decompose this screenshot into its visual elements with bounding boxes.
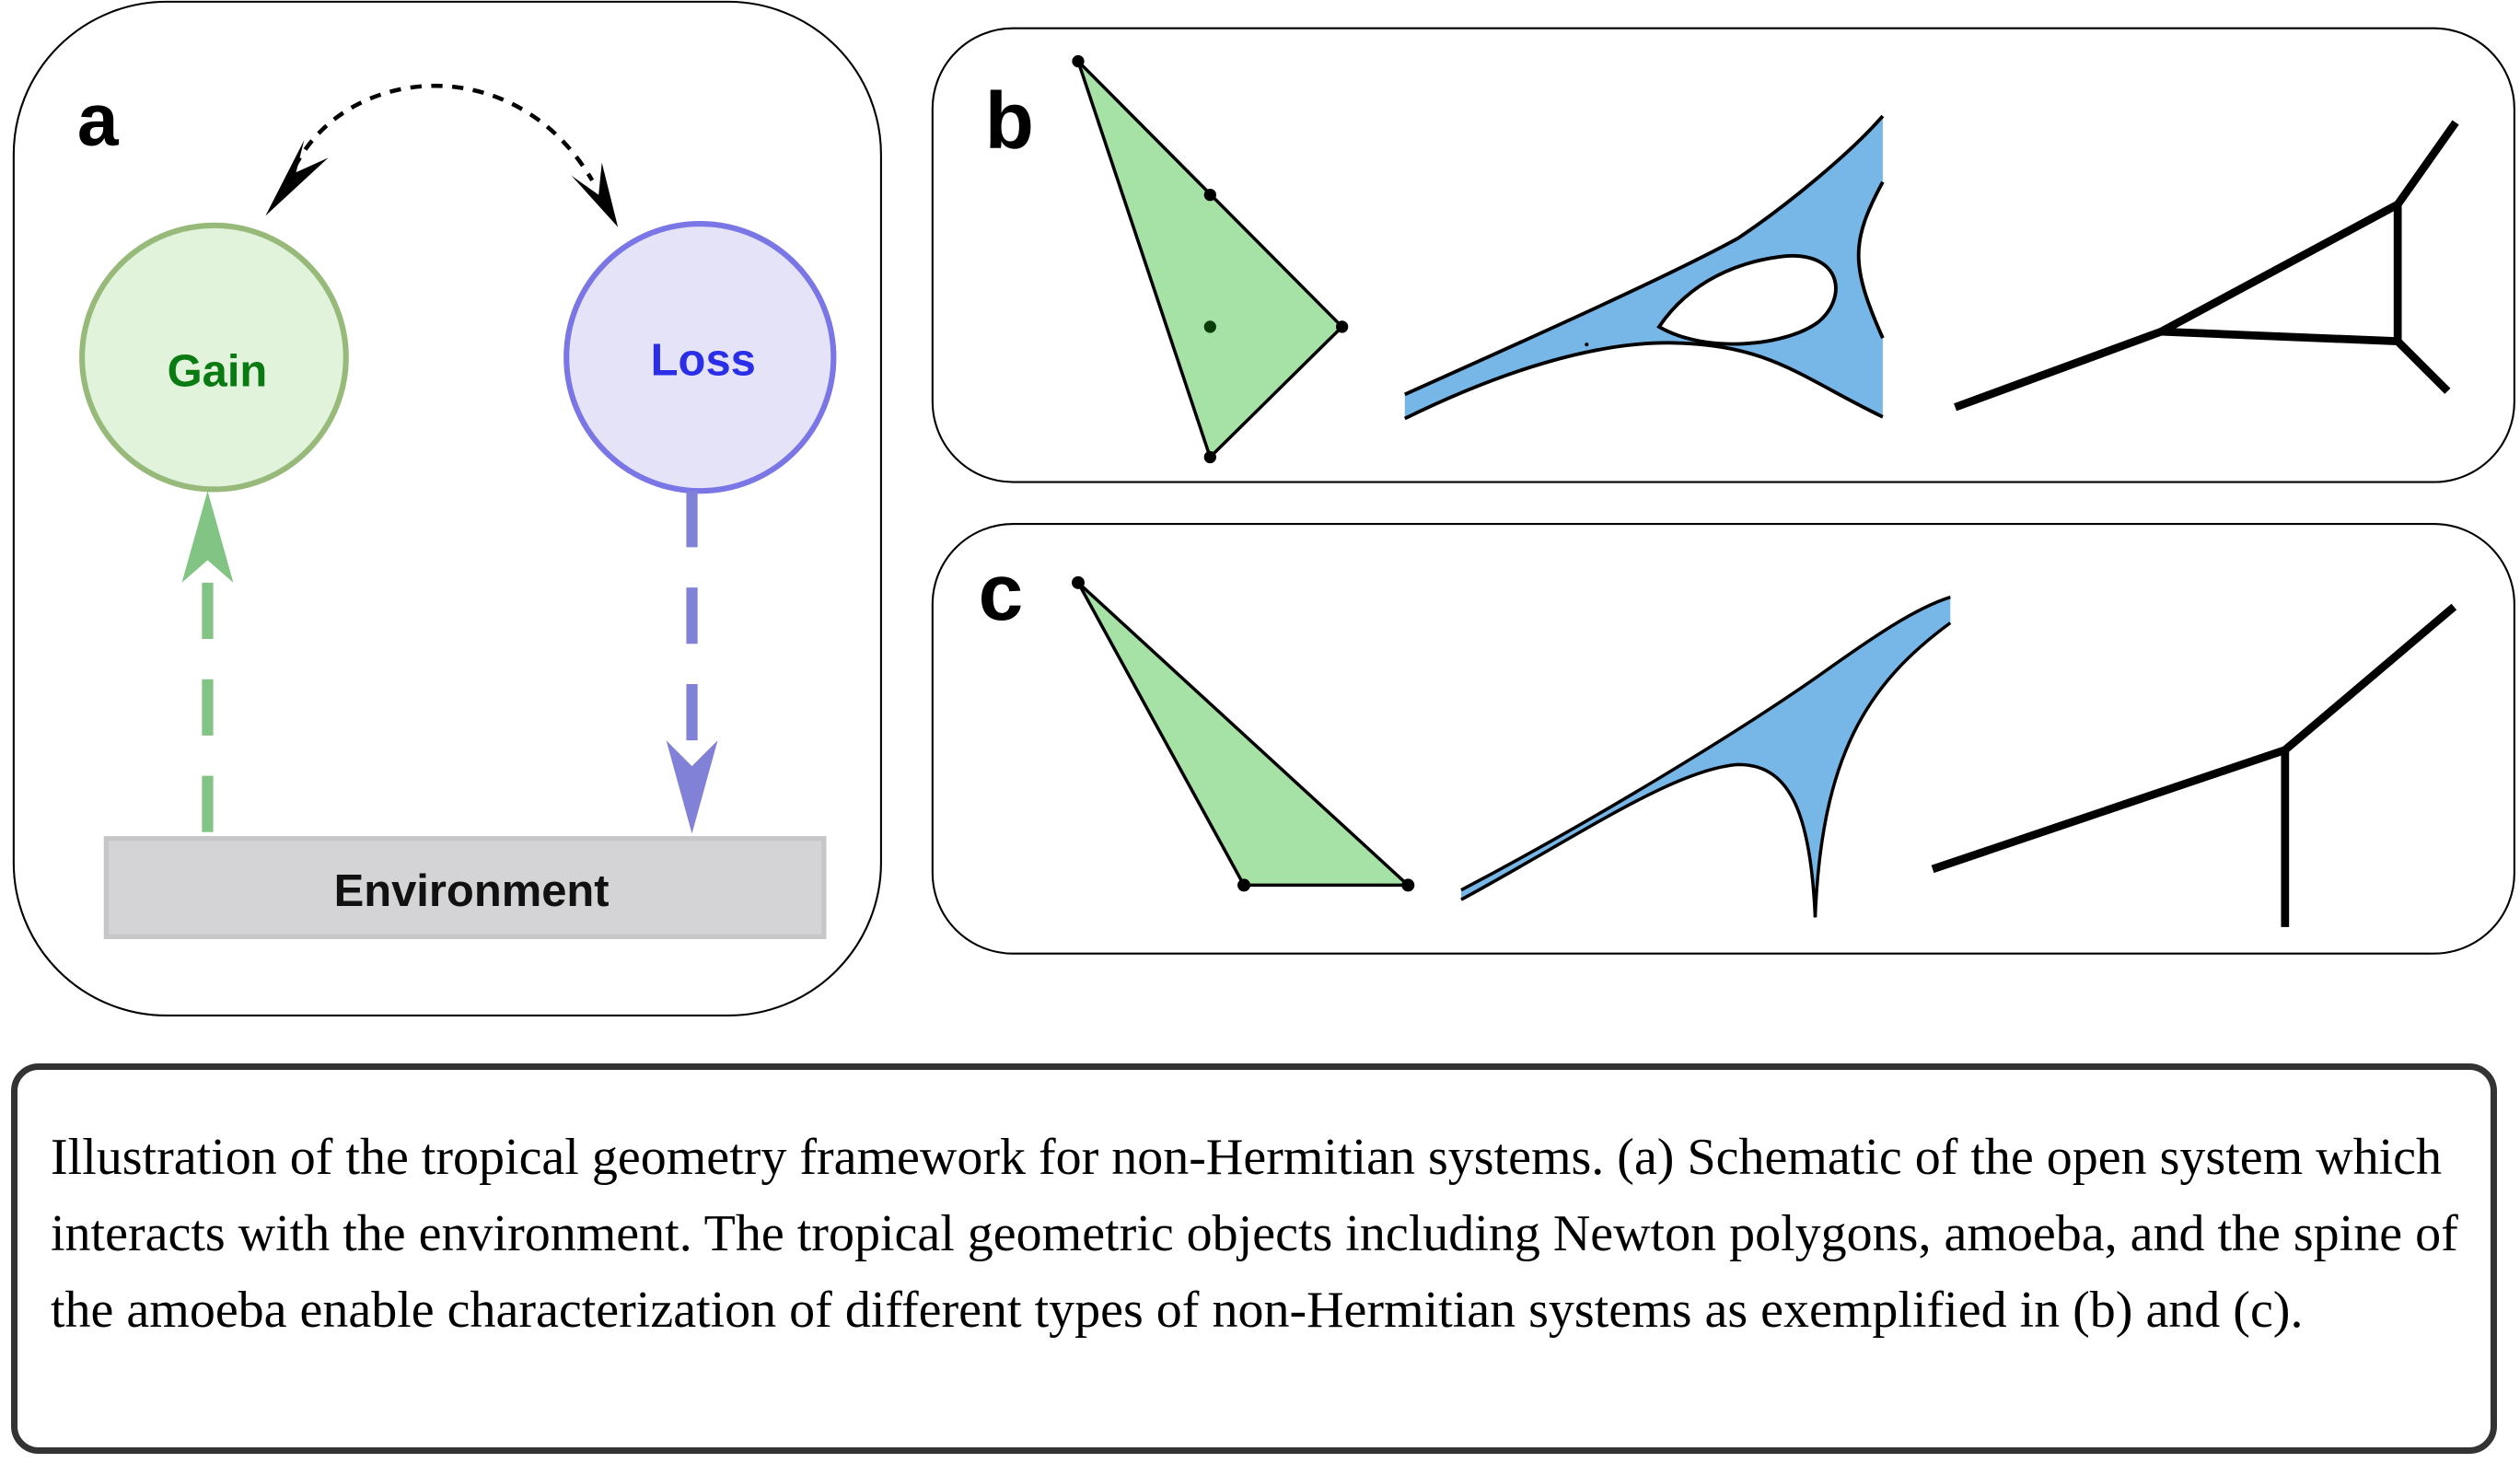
loss-node: Loss [563,221,837,494]
spine-b [1954,120,2459,412]
spine-b-edge [2161,327,2398,346]
lattice-point [1203,450,1216,464]
lattice-point [1401,878,1415,892]
spine-b-edge [2159,201,2400,336]
amoeba-b-hole [1656,254,1838,346]
panel-c: c [931,522,2515,955]
figure-caption: Illustration of the tropical geometry fr… [11,1063,2497,1454]
spine-b-edge [1954,328,2163,412]
amoeba-c-outer-right [1813,621,1952,918]
lattice-point [1072,575,1085,589]
gain-circle [79,222,349,493]
panel-a: a Gain Loss Environment [12,0,882,1017]
amoeba-b-outer-right [1856,180,1885,339]
panel-b: b [931,27,2515,483]
lattice-point [1237,878,1251,892]
newton-polygon-c-shape [1076,581,1412,888]
gain-arrowhead-icon [181,491,234,583]
lattice-point [1335,320,1349,333]
amoeba-b-dot [1585,343,1589,347]
newton-polygon-c [1072,575,1415,892]
arrowhead-to-gain-icon [265,140,329,216]
amoeba-b [1403,114,1885,421]
amoeba-b-outer-top [1404,114,1885,397]
loss-arrowhead-icon [666,740,718,834]
gain-node: Gain [79,222,349,493]
amoeba-c-outer-top [1460,595,1951,892]
amoeba-b-outer-bottom [1403,341,1884,421]
spine-c-edge [2282,603,2457,753]
amoeba-c-outer-bottom [1460,762,1817,918]
environment-box [103,836,827,939]
interior-lattice-point [1203,320,1216,333]
amoeba-c-shape [1460,597,1951,918]
panel-a-label: a [77,78,120,161]
coupling-arc [292,83,595,182]
panel-c-label: c [979,547,1024,637]
gain-label: Gain [168,347,268,397]
loss-label: Loss [651,335,756,385]
newton-polygon-b [1072,54,1349,464]
panel-b-label: b [985,75,1034,166]
lattice-point [1072,54,1085,68]
spine-b-edge [2395,338,2451,394]
environment-label: Environment [334,866,610,916]
spine-c [1931,603,2457,927]
loss-circle [563,221,837,494]
amoeba-c [1460,595,1952,918]
arrowhead-to-loss-icon [571,162,619,227]
lattice-point [1203,188,1216,202]
spine-b-edge [2394,120,2459,207]
spine-c-edge [1931,746,2287,874]
